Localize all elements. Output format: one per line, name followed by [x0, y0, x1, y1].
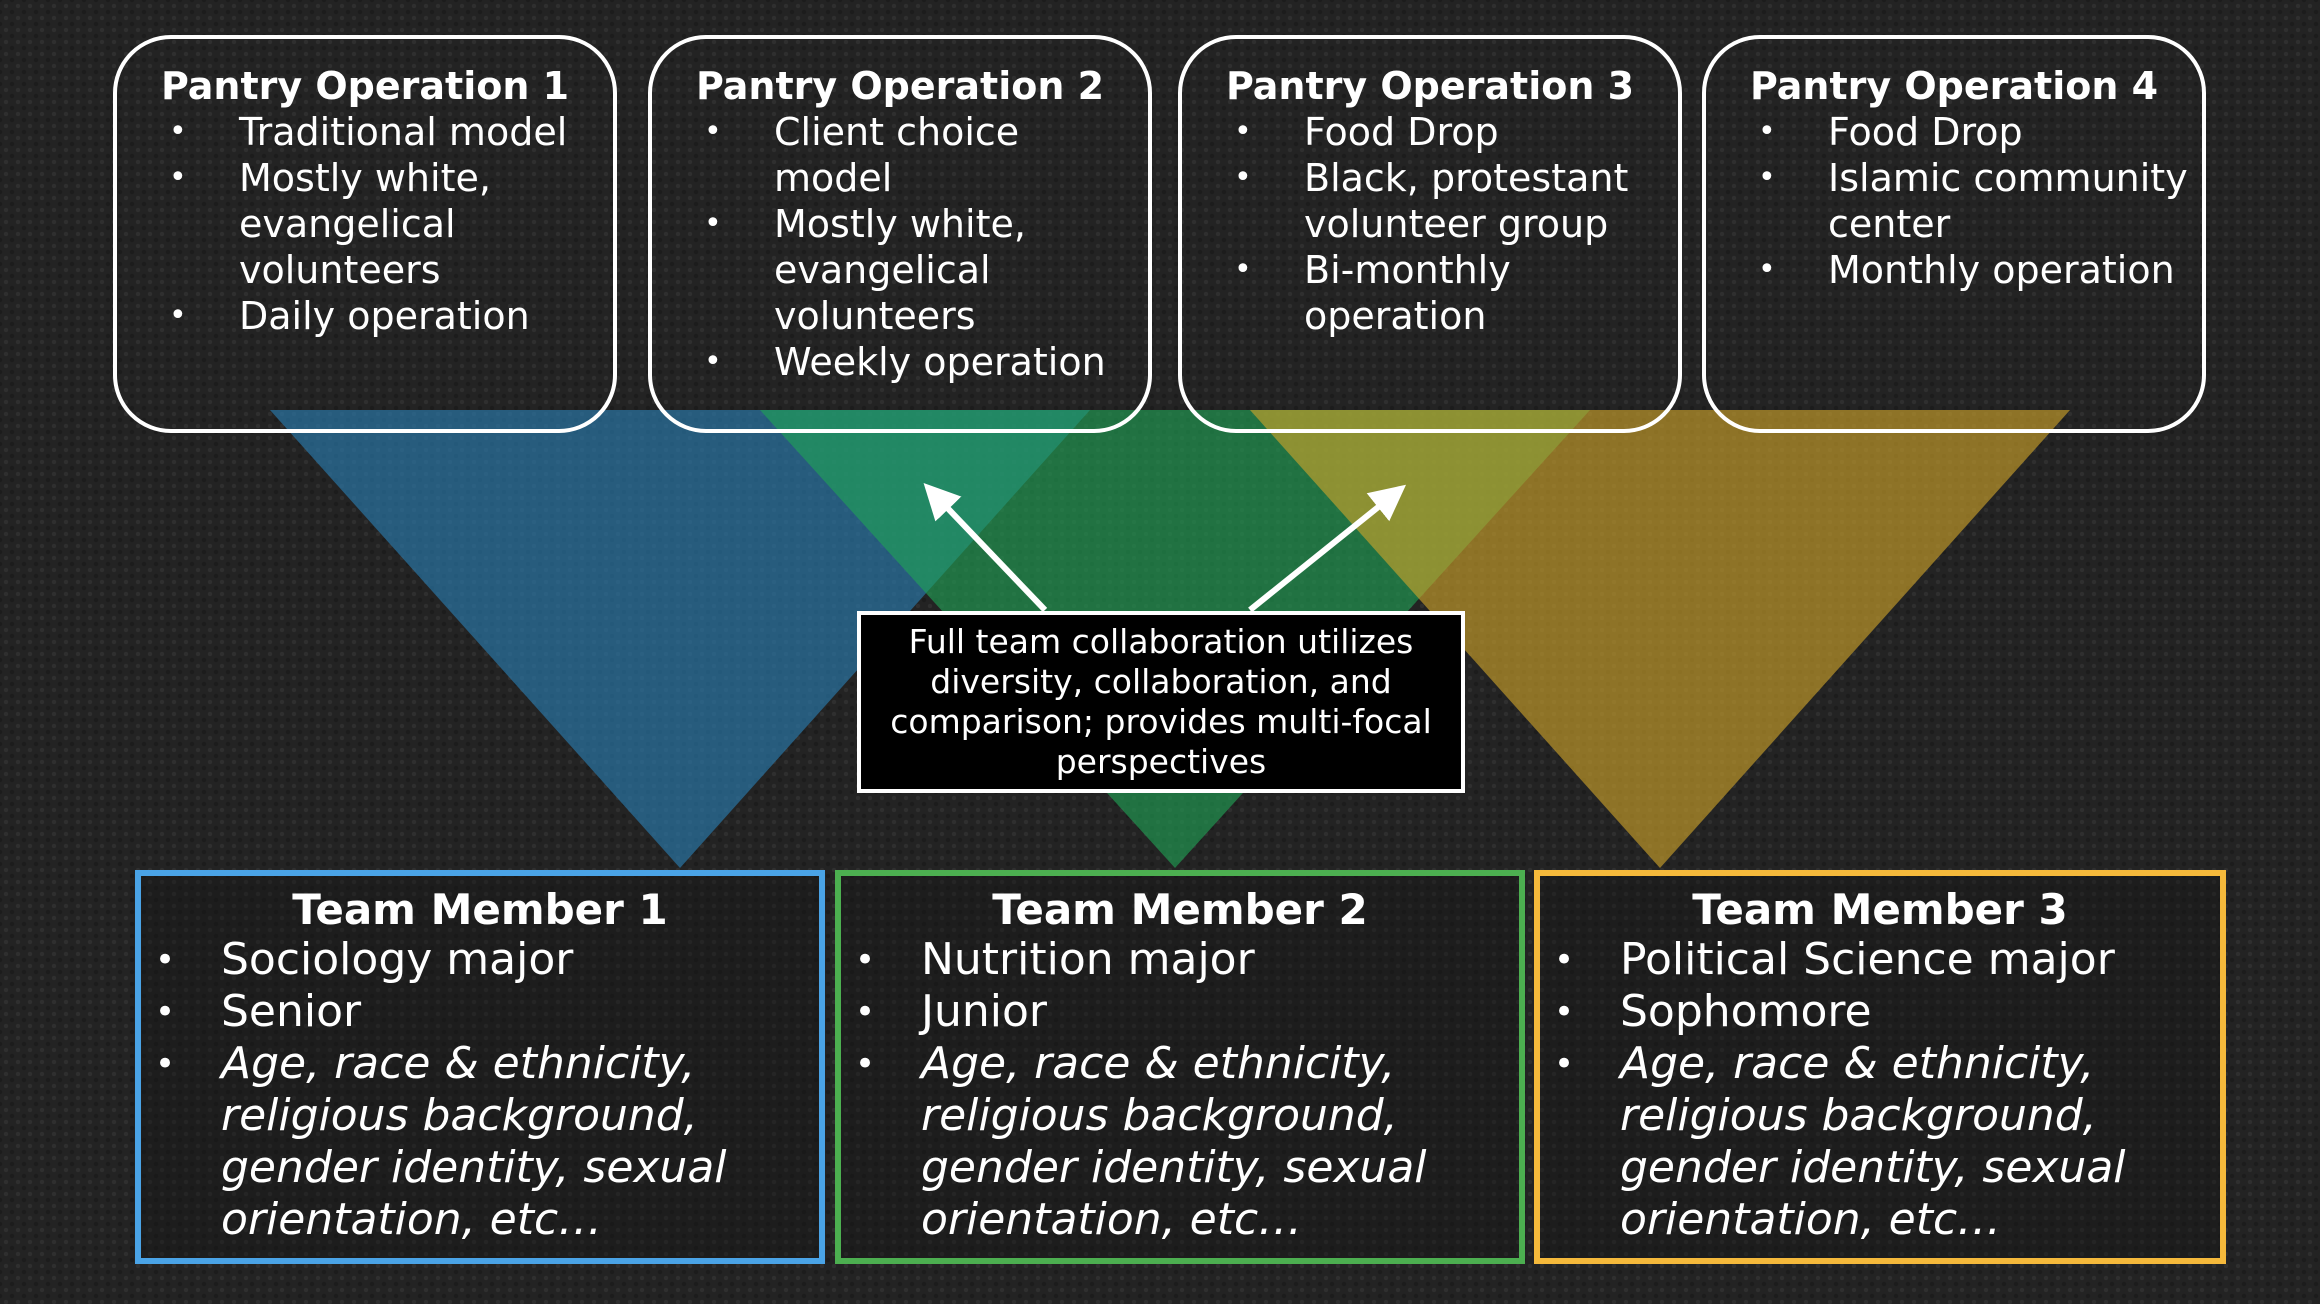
list-item: Black, protestant volunteer group: [1234, 155, 1668, 247]
team-member-2-box: Team Member 2 Nutrition major Junior Age…: [835, 870, 1525, 1264]
list-item: Weekly operation: [704, 339, 1138, 385]
list-item: Sophomore: [1554, 986, 2212, 1038]
team-member-2-title: Team Member 2: [992, 885, 1368, 934]
list-item: Senior: [155, 986, 811, 1038]
team-member-3-list: Political Science major Sophomore Age, r…: [1554, 934, 2212, 1246]
funnel-triangle-yellow: [1250, 410, 2070, 868]
team-member-1-list: Sociology major Senior Age, race & ethni…: [155, 934, 811, 1246]
team-member-1-box: Team Member 1 Sociology major Senior Age…: [135, 870, 825, 1264]
pantry-operation-2-box: Pantry Operation 2 Client choice model M…: [648, 35, 1152, 433]
list-item: Client choice model: [704, 109, 1138, 201]
list-item: Food Drop: [1758, 109, 2192, 155]
list-item: Age, race & ethnicity, religious backgro…: [155, 1038, 811, 1246]
list-item: Sociology major: [155, 934, 811, 986]
list-item: Monthly operation: [1758, 247, 2192, 293]
pantry-operation-1-list: Traditional model Mostly white, evangeli…: [169, 109, 603, 339]
pantry-operation-1-title: Pantry Operation 1: [160, 64, 570, 108]
list-item: Age, race & ethnicity, religious backgro…: [855, 1038, 1511, 1246]
team-member-3-box: Team Member 3 Political Science major So…: [1534, 870, 2226, 1264]
list-item: Traditional model: [169, 109, 603, 155]
team-member-3-title: Team Member 3: [1692, 885, 2068, 934]
pantry-operation-2-title: Pantry Operation 2: [695, 64, 1105, 108]
list-item: Nutrition major: [855, 934, 1511, 986]
pantry-operation-3-box: Pantry Operation 3 Food Drop Black, prot…: [1178, 35, 1682, 433]
pantry-operation-3-title: Pantry Operation 3: [1225, 64, 1635, 108]
list-item: Bi-monthly operation: [1234, 247, 1668, 339]
list-item: Junior: [855, 986, 1511, 1038]
team-member-1-title: Team Member 1: [292, 885, 668, 934]
team-member-2-list: Nutrition major Junior Age, race & ethni…: [855, 934, 1511, 1246]
pantry-operation-4-list: Food Drop Islamic community center Month…: [1758, 109, 2192, 293]
list-item: Mostly white, evangelical volunteers: [169, 155, 603, 293]
pantry-operation-4-box: Pantry Operation 4 Food Drop Islamic com…: [1702, 35, 2206, 433]
list-item: Political Science major: [1554, 934, 2212, 986]
pantry-operation-2-list: Client choice model Mostly white, evange…: [704, 109, 1138, 385]
list-item: Age, race & ethnicity, religious backgro…: [1554, 1038, 2212, 1246]
collaboration-callout-text: Full team collaboration utilizes diversi…: [890, 622, 1432, 781]
pantry-operation-4-title: Pantry Operation 4: [1749, 64, 2159, 108]
list-item: Food Drop: [1234, 109, 1668, 155]
list-item: Mostly white, evangelical volunteers: [704, 201, 1138, 339]
pantry-operation-3-list: Food Drop Black, protestant volunteer gr…: [1234, 109, 1668, 339]
collaboration-callout: Full team collaboration utilizes diversi…: [857, 611, 1465, 793]
pantry-operation-1-box: Pantry Operation 1 Traditional model Mos…: [113, 35, 617, 433]
list-item: Islamic community center: [1758, 155, 2192, 247]
list-item: Daily operation: [169, 293, 603, 339]
